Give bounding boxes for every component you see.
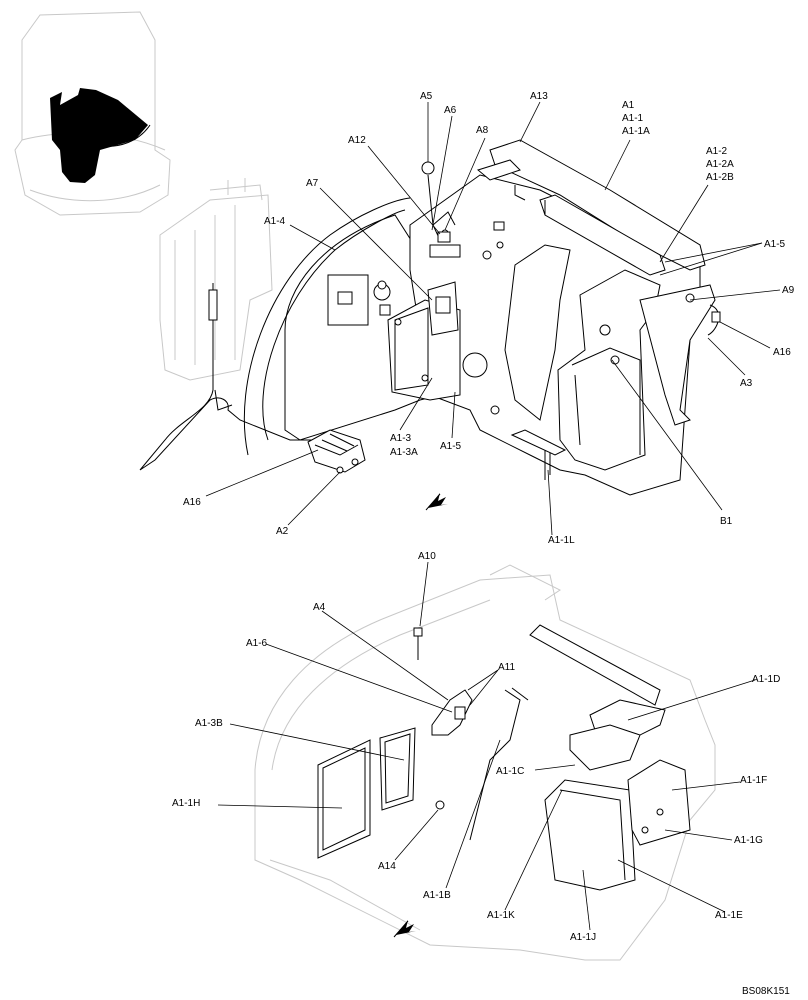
frame-rail (476, 139, 706, 276)
label-a3: A3 (740, 378, 753, 389)
bracket-rod (510, 429, 567, 480)
cable-harness (139, 283, 320, 471)
label-a4: A4 (313, 602, 326, 613)
label-a1-3b: A1-3B (195, 718, 223, 729)
label-a1-1c: A1-1C (496, 766, 524, 777)
arrow-icon (425, 493, 448, 511)
label-a1-1l: A1-1L (548, 535, 575, 546)
mount-bracket (413, 627, 473, 810)
label-a10: A10 (418, 551, 436, 562)
label-a16-right: A16 (773, 347, 791, 358)
label-a11: A11 (498, 662, 515, 673)
label-a1-3: A1-3 (390, 433, 412, 444)
label-a8: A8 (476, 125, 489, 136)
label-a1-1d: A1-1D (752, 674, 780, 685)
label-a6: A6 (444, 105, 457, 116)
label-a1-1j: A1-1J (570, 932, 596, 943)
label-a1-1k: A1-1K (487, 910, 515, 921)
label-a1-2: A1-2 (706, 146, 728, 157)
machine-locator-icon (14, 11, 171, 216)
leader-lines-bottom (217, 561, 756, 931)
label-a1-2a: A1-2A (706, 159, 734, 170)
label-a2: A2 (276, 526, 289, 537)
label-a7: A7 (306, 178, 319, 189)
label-a1-1g: A1-1G (734, 835, 763, 846)
label-a12: A12 (348, 135, 366, 146)
housing-ghost (254, 564, 716, 961)
label-a13: A13 (530, 91, 548, 102)
label-a1-1: A1-1 (622, 113, 644, 124)
label-a1: A1 (622, 100, 635, 111)
arrow-icon-bottom (393, 920, 416, 938)
cover-panels (317, 727, 416, 859)
label-a1-3a: A1-3A (390, 447, 418, 458)
control-valve-ghost (159, 178, 273, 381)
label-a1-1e: A1-1E (715, 910, 743, 921)
label-b1: B1 (720, 516, 733, 527)
label-a5: A5 (420, 91, 433, 102)
label-a1-4: A1-4 (264, 216, 286, 227)
label-a9: A9 (782, 285, 795, 296)
label-a16-left: A16 (183, 497, 201, 508)
label-a1-1h: A1-1H (172, 798, 200, 809)
electrical-panel (387, 281, 461, 401)
label-a1-5-mid: A1-5 (440, 441, 462, 452)
lower-frame (469, 624, 691, 891)
label-a1-1b: A1-1B (423, 890, 451, 901)
labels-top: A5 A6 A13 A1 A1-1 A1-1A A12 A8 A1-2 A1-2… (183, 91, 795, 546)
labels-bottom: A10 A4 A1-6 A11 A1-1D A1-3B A1-1C A1-1F … (172, 551, 780, 943)
battery-box (557, 269, 721, 471)
label-a1-1f: A1-1F (740, 775, 767, 786)
drawing-code: BS08K151 (742, 986, 790, 997)
label-a1-2b: A1-2B (706, 172, 734, 183)
label-a1-5-top: A1-5 (764, 239, 786, 250)
label-a1-1a: A1-1A (622, 126, 650, 137)
switch-block (307, 429, 366, 474)
label-a14: A14 (378, 861, 396, 872)
label-a1-6: A1-6 (246, 638, 268, 649)
leader-lines-top (205, 101, 781, 536)
